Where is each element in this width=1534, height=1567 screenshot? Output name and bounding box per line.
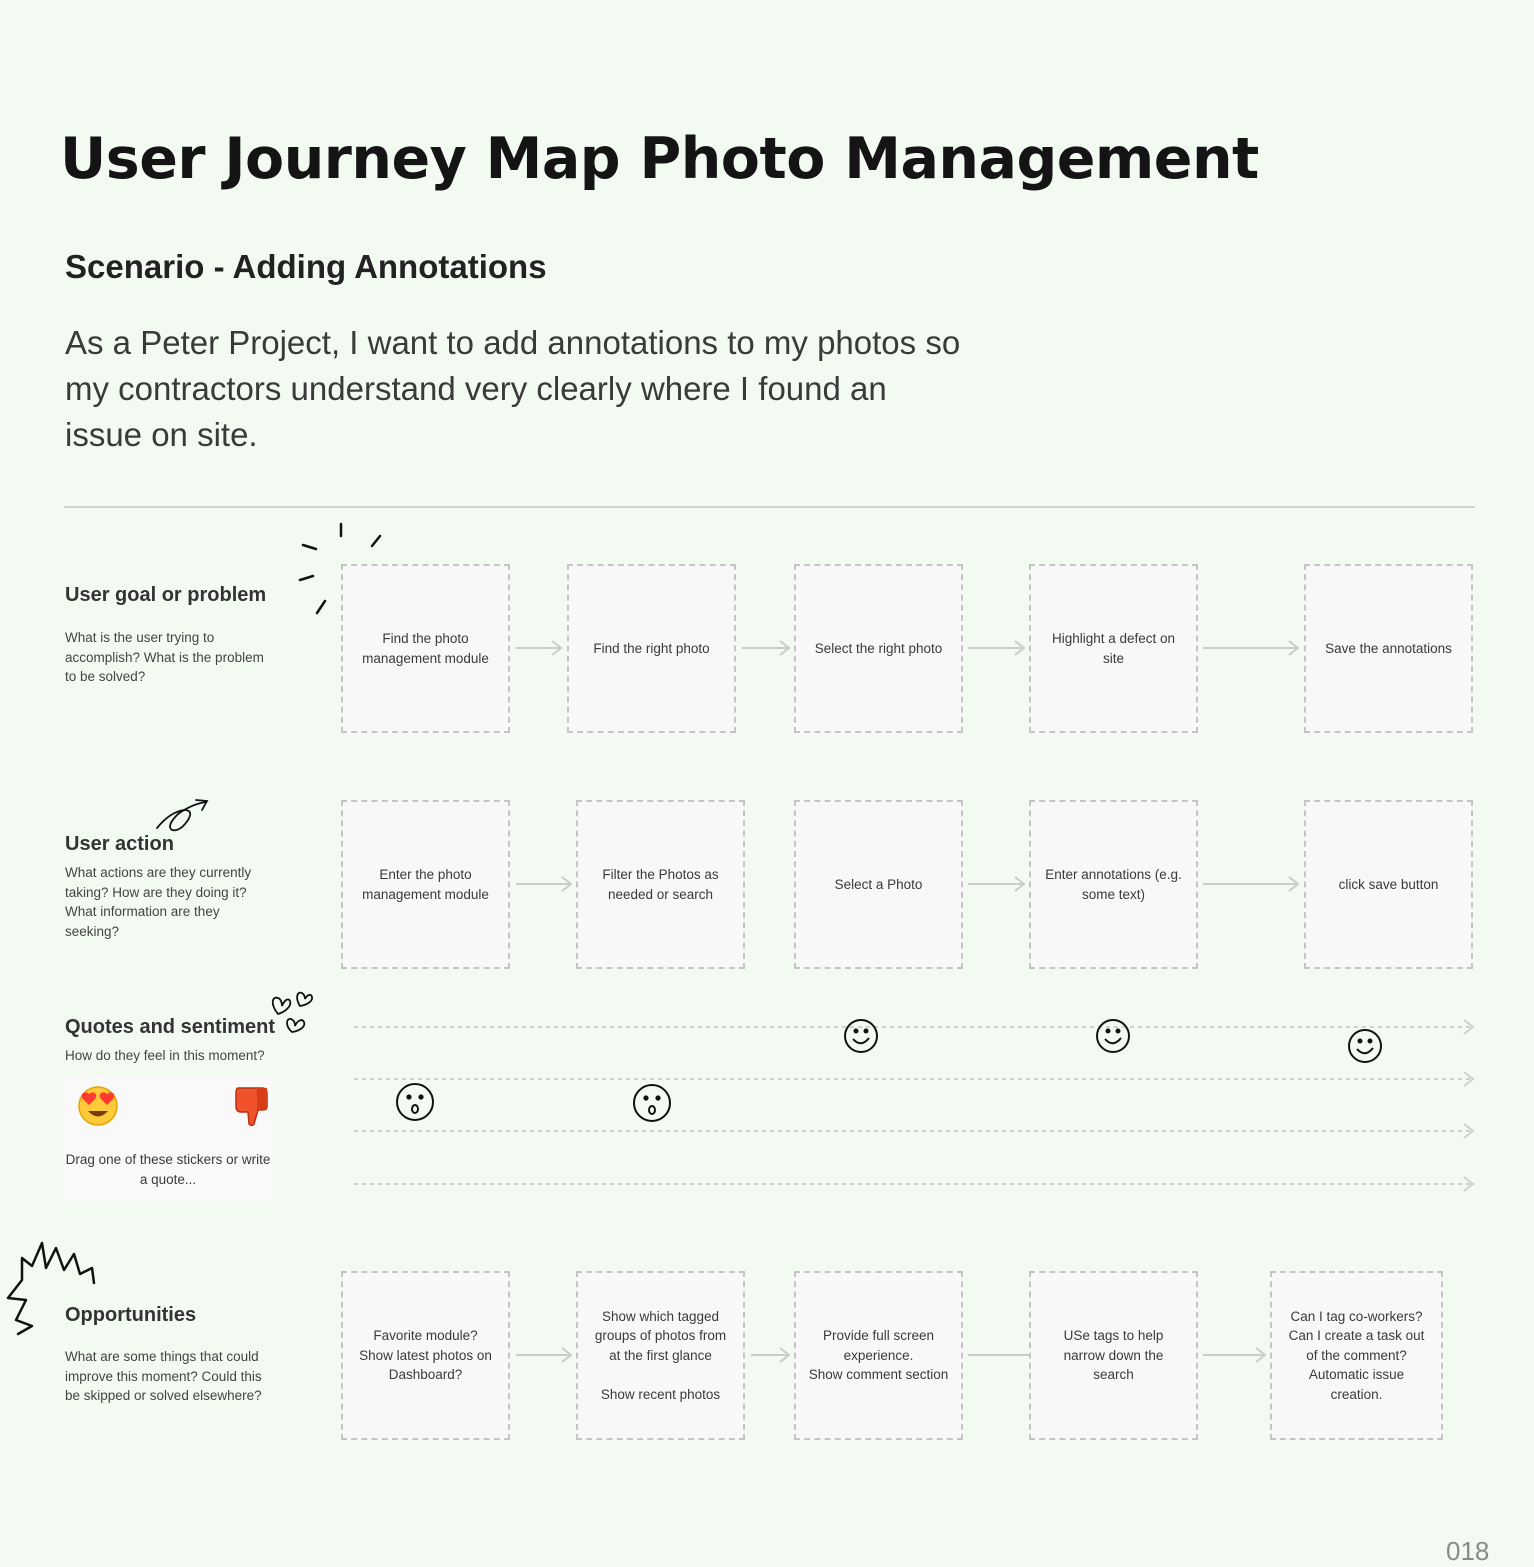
opportunity-card-3[interactable]: Provide full screen experience. Show com… bbox=[794, 1271, 963, 1440]
surprised-face-icon bbox=[633, 1084, 671, 1122]
action-card-4[interactable]: Enter annotations (e.g. some text) bbox=[1029, 800, 1198, 969]
row-heading-sentiment: Quotes and sentiment bbox=[65, 1016, 276, 1038]
goal-card-3[interactable]: Select the right photo bbox=[794, 564, 963, 733]
scribble-burst-doodle-icon bbox=[6, 1241, 96, 1336]
goal-card-1[interactable]: Find the photo management module bbox=[341, 564, 510, 733]
sentiment-lanes bbox=[354, 1019, 1475, 1192]
goal-card-5[interactable]: Save the annotations bbox=[1304, 564, 1473, 733]
arrow-icon bbox=[516, 876, 573, 892]
user-story: As a Peter Project, I want to add annota… bbox=[65, 324, 961, 453]
arrow-icon bbox=[968, 640, 1026, 656]
heart-eyes-emoji-icon[interactable] bbox=[78, 1086, 118, 1126]
divider bbox=[64, 506, 1475, 508]
action-card-3[interactable]: Select a Photo bbox=[794, 800, 963, 969]
scenario-subtitle: Scenario - Adding Annotations bbox=[65, 248, 547, 285]
thumbs-down-emoji-icon[interactable] bbox=[235, 1087, 268, 1127]
smile-face-icon bbox=[1348, 1029, 1382, 1063]
action-card-1[interactable]: Enter the photo management module bbox=[341, 800, 510, 969]
goal-arrows bbox=[516, 640, 1300, 656]
page-title: User Journey Map Photo Management bbox=[60, 126, 1259, 192]
arrow-icon bbox=[742, 640, 791, 656]
arrow-icon bbox=[516, 1347, 573, 1363]
arrow-icon bbox=[516, 640, 563, 656]
sticker-hint: Drag one of these stickers or write a qu… bbox=[65, 1152, 271, 1187]
arrow-icon bbox=[751, 1347, 791, 1363]
goal-card-4[interactable]: Highlight a defect on site bbox=[1029, 564, 1198, 733]
row-heading-goal: User goal or problem bbox=[65, 584, 267, 606]
row-description-sentiment: How do they feel in this moment? bbox=[65, 1048, 265, 1063]
arrow-icon bbox=[1203, 640, 1300, 656]
arrow-icon bbox=[968, 876, 1026, 892]
row-description-goal: What is the user trying to accomplish? W… bbox=[65, 630, 264, 684]
row-description-opportunities: What are some things that could improve … bbox=[65, 1349, 262, 1403]
opportunity-card-1[interactable]: Favorite module? Show latest photos on D… bbox=[341, 1271, 510, 1440]
sparkle-doodle-icon bbox=[298, 522, 382, 615]
row-heading-action: User action bbox=[65, 833, 174, 855]
action-card-2[interactable]: Filter the Photos as needed or search bbox=[576, 800, 745, 969]
row-heading-opportunities: Opportunities bbox=[65, 1304, 197, 1326]
surprised-face-icon bbox=[396, 1083, 434, 1121]
row-description-action: What actions are they currently taking? … bbox=[65, 865, 252, 939]
opportunity-card-5[interactable]: Can I tag co-workers? Can I create a tas… bbox=[1270, 1271, 1443, 1440]
swirl-arrow-doodle-icon bbox=[156, 799, 209, 832]
opportunity-arrows bbox=[516, 1347, 1267, 1363]
opportunity-card-4[interactable]: USe tags to help narrow down the search bbox=[1029, 1271, 1198, 1440]
hearts-doodle-icon bbox=[271, 991, 313, 1033]
arrow-icon bbox=[1203, 876, 1300, 892]
action-card-5[interactable]: click save button bbox=[1304, 800, 1473, 969]
smile-face-icon bbox=[844, 1019, 878, 1053]
opportunity-card-2[interactable]: Show which tagged groups of photos from … bbox=[576, 1271, 745, 1440]
smile-face-icon bbox=[1096, 1019, 1130, 1053]
arrow-icon bbox=[1203, 1347, 1267, 1363]
goal-card-2[interactable]: Find the right photo bbox=[567, 564, 736, 733]
action-arrows bbox=[516, 876, 1300, 892]
